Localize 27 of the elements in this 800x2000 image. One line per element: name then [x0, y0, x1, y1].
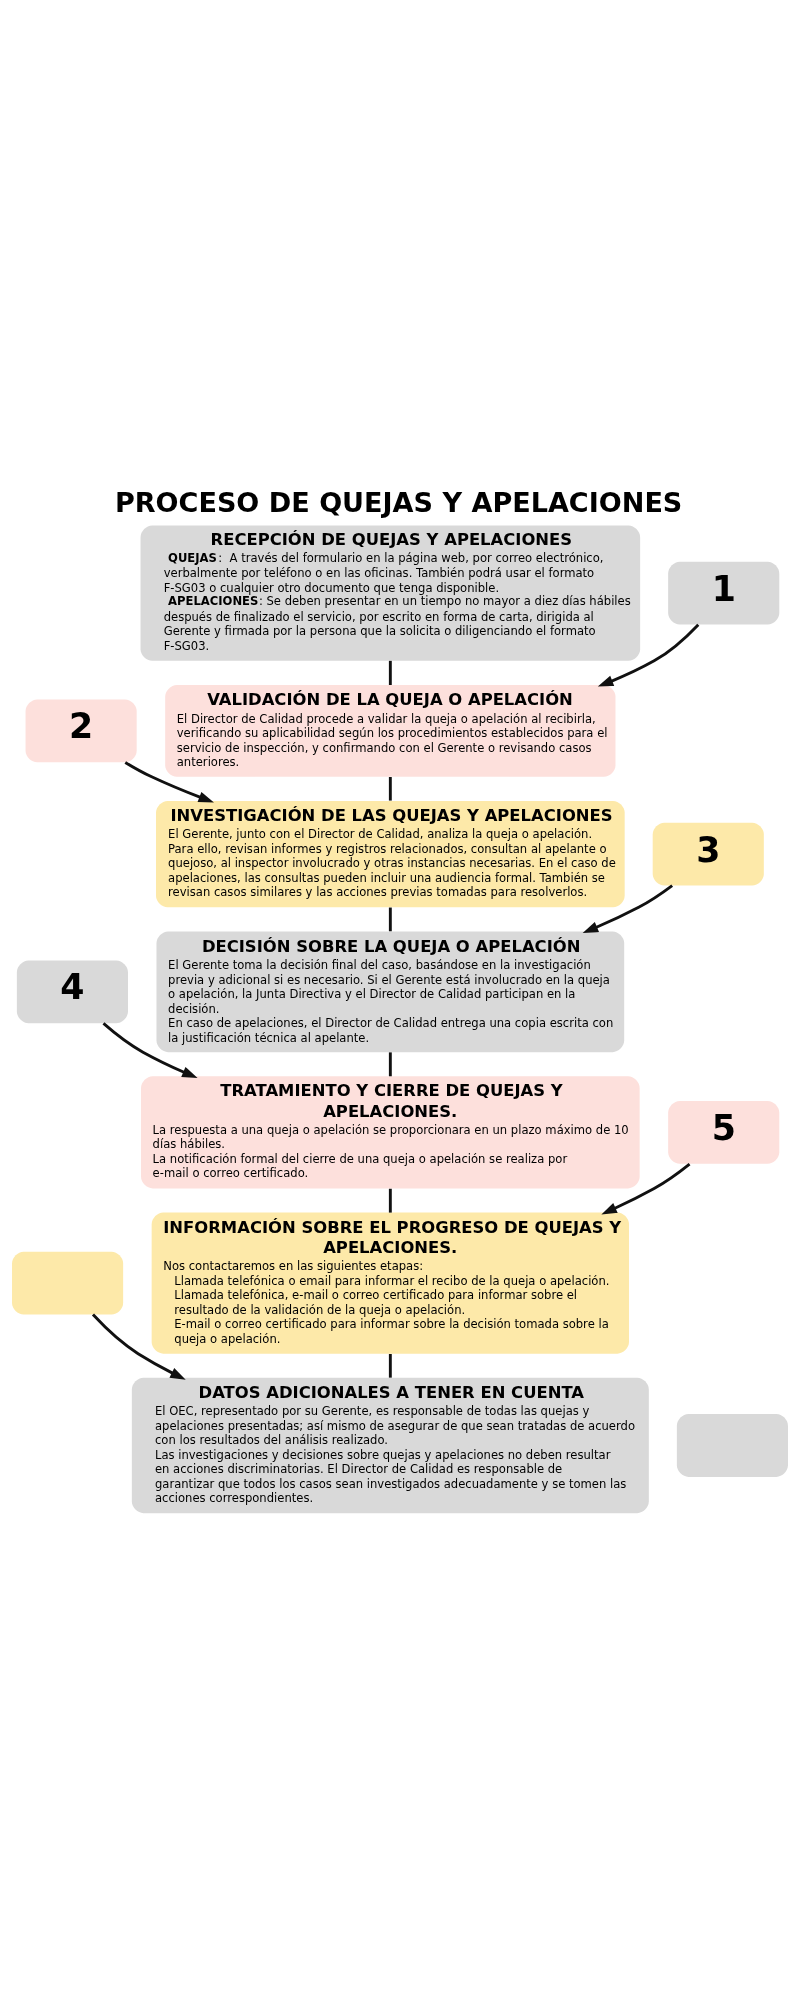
arrow: [601, 1162, 691, 1214]
arrow: [124, 760, 214, 802]
node-box: 1: [668, 561, 780, 625]
connector: [388, 660, 392, 685]
node-box: DECISIÓN SOBRE LA QUEJA O APELACIÓN El Gerente toma la decisión final del caso, basándose en la investigación previa y adicional si es necesario. Si el Gerente está involucrado en la queja o apelación, la Junta Directiva y el Director de Calidad participan en la decisión. En caso de apelaciones, el Director de Calidad entrega una copia escrita con la justificación técnica al apelante.: [156, 930, 625, 1052]
connector: [388, 1051, 392, 1076]
node-box: 3: [652, 822, 764, 885]
arrow: [102, 1021, 198, 1078]
arrow: [582, 883, 674, 933]
diagram-title: PROCESO DE QUEJAS Y APELACIONES: [114, 486, 683, 518]
node-box: RECEPCIÓN DE QUEJAS Y APELACIONES QUEJAS: A través del formulario en la página web, por correo electrónico, verbalmente por teléfono o en las oficinas. También podrá usar el formato F-SG03 o cualquier otro documento que tenga disponible. APELACIONES: Se deben presentar en un tiempo no mayor a diez días hábiles después de finalizado el servicio, por escrito en forma de carta, dirigida al Gerente y firmada por la persona que la solicita o diligenciando el formato F-SG03.: [140, 525, 641, 661]
node-box: 2: [25, 699, 137, 762]
connector: [388, 1353, 392, 1378]
node-box: INVESTIGACIÓN DE LAS QUEJAS Y APELACIONES El Gerente, junto con el Director de Calidad, analiza la queja o apelación. Para ello, revisan informes y registros relacionados, consultan al apelante o quejoso, al inspector involucrado y otras instancias necesarias. En el caso de apelaciones, las consultas pueden incluir una audiencia formal. También se revisan casos similares y las acciones previas tomadas para resolverlos.: [156, 800, 625, 907]
node-box: [676, 1413, 788, 1477]
node-box: 4: [16, 959, 128, 1023]
arrow: [597, 623, 700, 687]
node-box: VALIDACIÓN DE LA QUEJA O APELACIÓN El Director de Calidad procede a validar la queja o apelación al recibirla, verificando su aplicabilidad según los procedimientos establecidos para el servicio de inspección, y confirmando con el Gerente o revisando casos anteriores.: [165, 684, 616, 777]
node-box: [12, 1251, 124, 1315]
node-box: INFORMACIÓN SOBRE EL PROGRESO DE QUEJAS Y APELACIONES. Nos contactaremos en las siguientes etapas: Llamada telefónica o email para informar el recibo de la queja o apelación. Llamada telefónica, e-mail o correo certificado para informar sobre el resultado de la validación de la queja o apelación. E-mail o correo certificado para informar sobre la decisión tomada sobre la queja o apelación.: [151, 1212, 629, 1354]
node-box: DATOS ADICIONALES A TENER EN CUENTA El OEC, representado por su Gerente, es responsable de todas las quejas y apelaciones presentadas; así mismo de asegurar de que sean tratadas de acuerdo con los resultados del análisis realizado. Las investigaciones y decisiones sobre quejas y apelaciones no deben resultar en acciones discriminatorias. El Director de Calidad es responsable de garantizar que todos los casos sean investigados adecuadamente y se tomen las acciones correspondientes.: [131, 1377, 649, 1513]
node-box: TRATAMIENTO Y CIERRE DE QUEJAS Y APELACIONES. La respuesta a una queja o apelación se proporcionara en un plazo máximo de 10 días hábiles. La notificación formal del cierre de una queja o apelación se realiza por e-mail o correo certificado.: [141, 1075, 640, 1188]
connector: [388, 1188, 392, 1213]
node-box: 5: [668, 1100, 780, 1164]
arrow: [91, 1313, 186, 1380]
connector: [388, 776, 392, 801]
connector: [388, 907, 392, 931]
